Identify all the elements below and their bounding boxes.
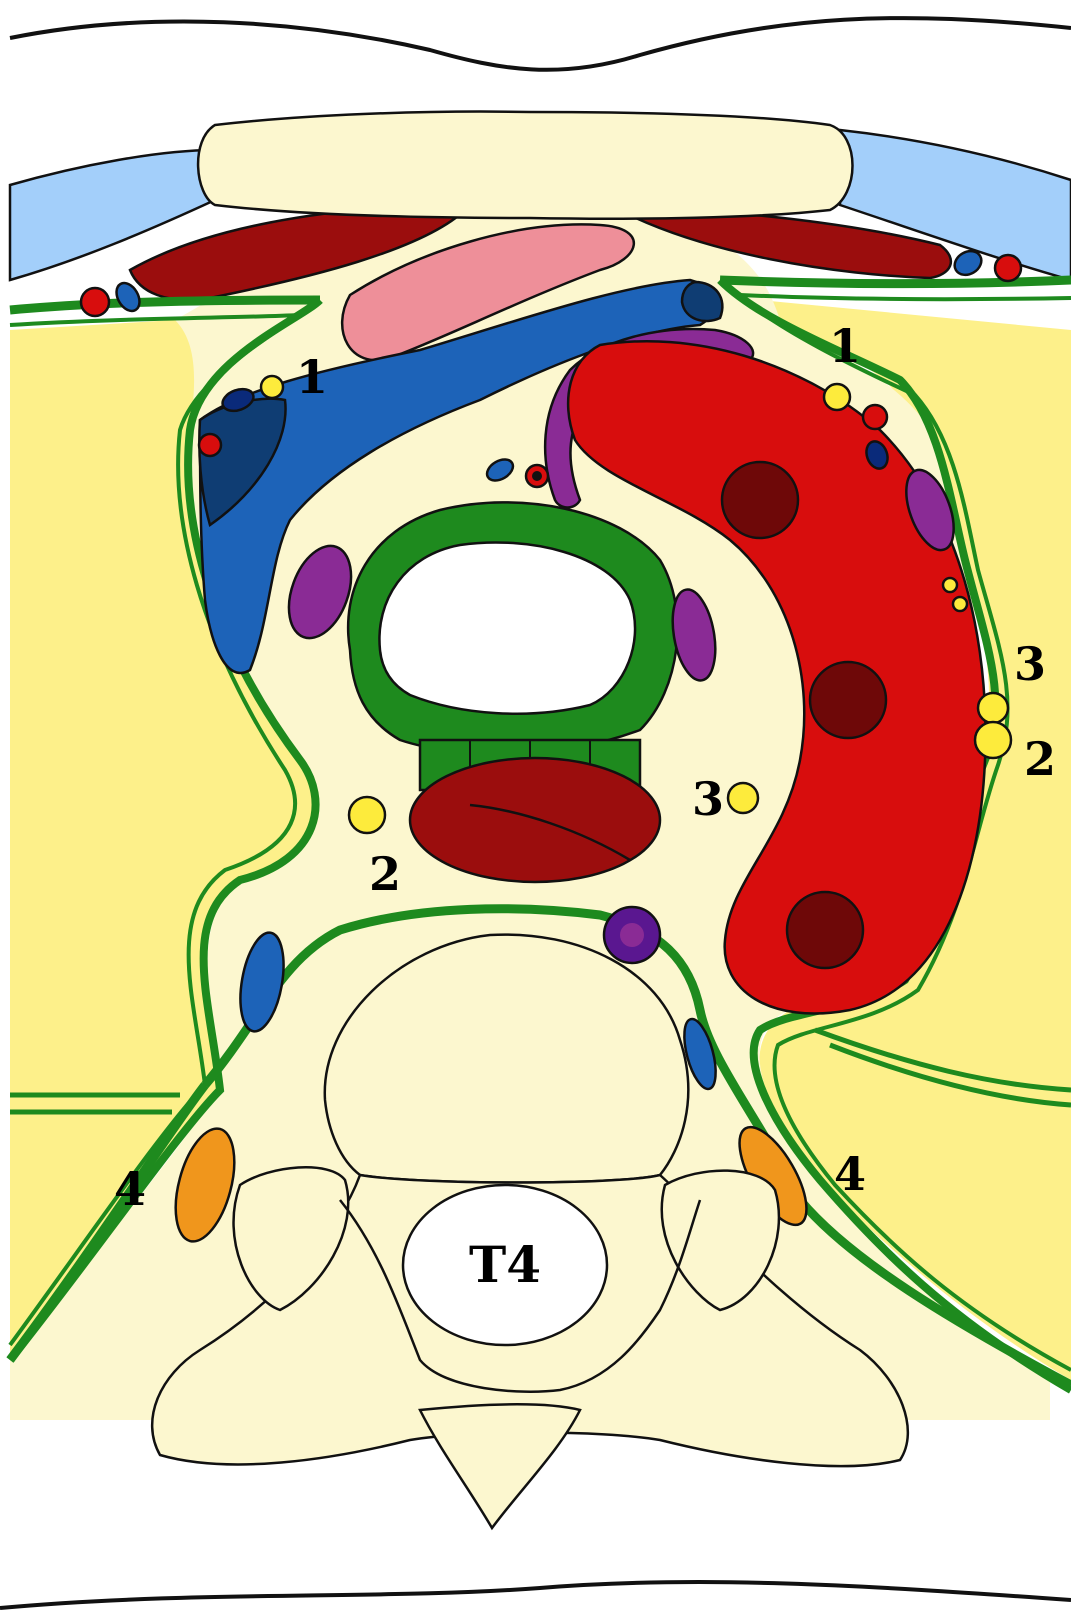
lymph-node-mid-3 [728,783,758,813]
marker-3-mid: 3 [692,772,724,826]
left-internal-thoracic-artery [81,288,109,316]
marker-1-right: 1 [829,319,861,373]
mediastinal-small-artery-lumen [532,471,542,481]
lymph-node-right-1 [824,384,850,410]
aortic-branch-lumen-3 [787,892,863,968]
lymph-node-left-2 [349,797,385,833]
azygos-vein-inner [620,923,644,947]
lymph-node-right-3 [978,693,1008,723]
body-outline-top [10,18,1071,70]
trachea-lumen [379,542,635,713]
marker-2-right: 2 [1024,732,1056,786]
marker-3-right: 3 [1014,637,1046,691]
aortic-branch-lumen-2 [810,662,886,738]
aortic-branch-lumen-1 [722,462,798,538]
lymph-node-left-1 [261,376,283,398]
vertebra-label: T4 [469,1235,541,1294]
lymph-node-right-2 [975,722,1011,758]
marker-2-left: 2 [369,847,401,901]
right-parietal-pleura-top [720,280,1071,284]
marker-4-left: 4 [114,1162,146,1216]
right-internal-thoracic-artery [995,255,1021,281]
esophagus [410,758,660,882]
spinous-process [420,1404,580,1528]
left-small-artery [199,434,221,456]
lymph-node-right-small-b [953,597,967,611]
right-small-artery [863,405,887,429]
body-outline-bottom [0,1582,1071,1608]
sternum [198,112,852,219]
marker-1-left: 1 [296,350,328,404]
lymph-node-right-small-a [943,578,957,592]
marker-4-right: 4 [834,1147,866,1201]
